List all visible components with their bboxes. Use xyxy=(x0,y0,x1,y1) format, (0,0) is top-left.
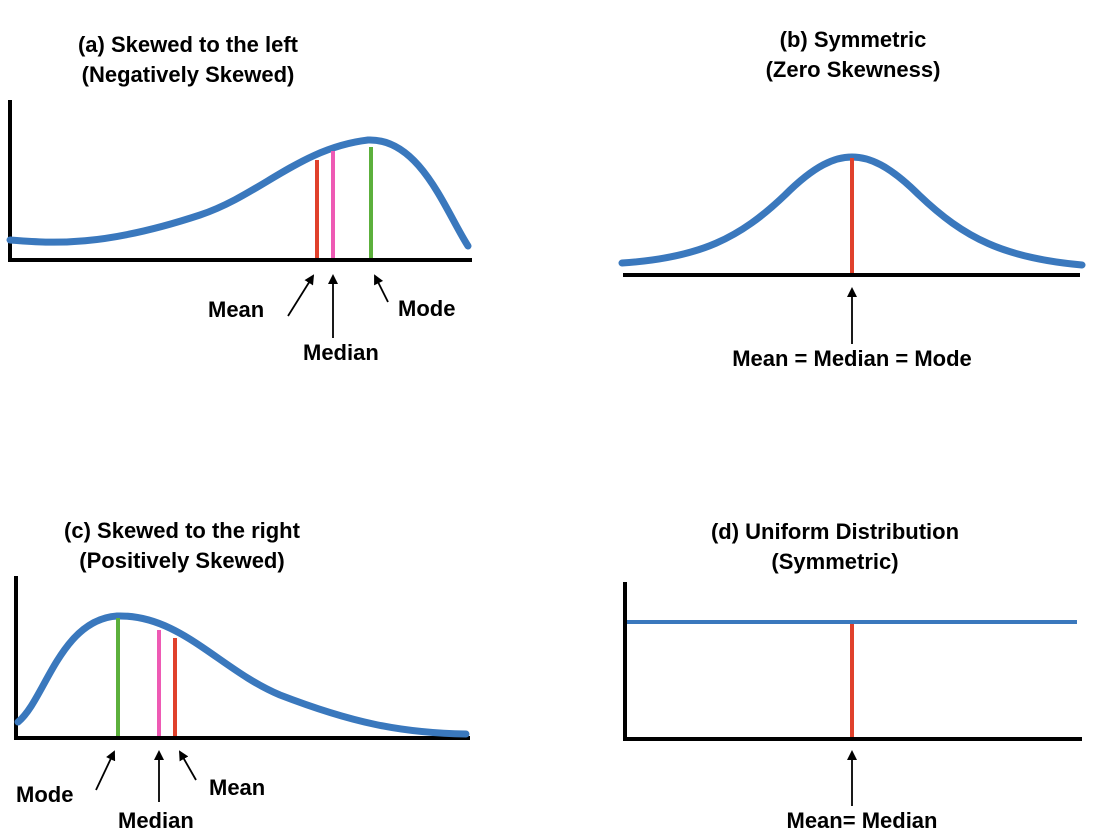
panel-a-curve xyxy=(6,136,472,250)
panel-c-curve xyxy=(14,612,470,738)
panel-c-mean-label: Mean xyxy=(209,775,265,800)
panel-a-mean-label: Mean xyxy=(208,297,264,322)
panel-a-axes xyxy=(8,100,472,262)
panel-a-title-line2: (Negatively Skewed) xyxy=(82,62,295,87)
panel-a: (a) Skewed to the left (Negatively Skewe… xyxy=(6,32,472,365)
panel-a-mean-arrow xyxy=(287,274,315,317)
panel-b-title-line2: (Zero Skewness) xyxy=(766,57,941,82)
panel-d-title-line1: (d) Uniform Distribution xyxy=(711,519,959,544)
panel-c-median-label: Median xyxy=(118,808,194,833)
panel-d-title-line2: (Symmetric) xyxy=(771,549,898,574)
panel-c: (c) Skewed to the right (Positively Skew… xyxy=(14,518,470,833)
panel-d-axes xyxy=(623,582,1082,741)
panel-a-median-label: Median xyxy=(303,340,379,365)
panel-b: (b) Symmetric (Zero Skewness) Mean = Med… xyxy=(618,27,1086,371)
panel-c-mode-label: Mode xyxy=(16,782,73,807)
panel-c-mode-arrow xyxy=(95,750,116,791)
panel-a-mode-label: Mode xyxy=(398,296,455,321)
panel-d-center-label: Mean= Median xyxy=(787,808,938,833)
panel-c-mean-arrow xyxy=(179,750,197,781)
panel-c-axes xyxy=(14,576,470,740)
panel-b-curve xyxy=(618,153,1086,269)
panel-a-mode-arrow xyxy=(374,274,389,303)
panel-c-title-line1: (c) Skewed to the right xyxy=(64,518,301,543)
panel-b-center-label: Mean = Median = Mode xyxy=(732,346,972,371)
panel-b-title-line1: (b) Symmetric xyxy=(780,27,927,52)
panel-a-title-line1: (a) Skewed to the left xyxy=(78,32,299,57)
panel-c-title-line2: (Positively Skewed) xyxy=(79,548,284,573)
panel-d: (d) Uniform Distribution (Symmetric) Mea… xyxy=(623,519,1082,833)
